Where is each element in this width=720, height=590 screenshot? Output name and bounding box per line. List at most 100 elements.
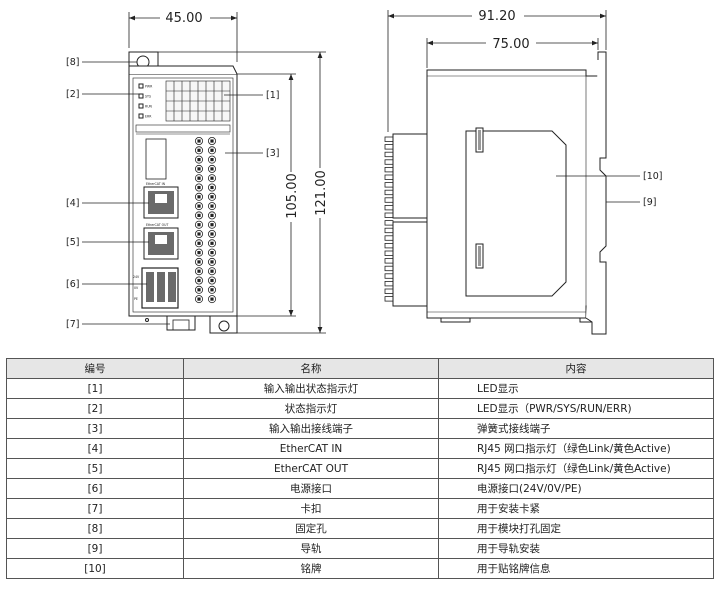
terminal-release-slot <box>197 232 201 236</box>
terminal-release-slot <box>210 251 214 255</box>
terminal-release-slot <box>197 139 201 143</box>
cell-id: [4] <box>6 438 184 459</box>
cell-name: 输入输出接线端子 <box>183 418 439 439</box>
terminal-release-slot <box>197 148 201 152</box>
dim-height-inner: 105.00 <box>285 173 300 219</box>
led-label-err: ERR <box>145 115 152 119</box>
side-terminal-rib <box>384 197 394 203</box>
side-terminal-rib <box>384 242 394 249</box>
cell-name: EtherCAT OUT <box>183 458 439 479</box>
cell-id: [6] <box>6 478 184 499</box>
callout-4: [4] <box>66 198 79 209</box>
header-name: 名称 <box>183 358 439 379</box>
front-view <box>128 51 238 334</box>
cell-name: 固定孔 <box>183 518 439 539</box>
cell-id: [2] <box>6 398 184 419</box>
cell-content: RJ45 网口指示灯（绿色Link/黄色Active) <box>438 458 714 479</box>
cell-id: [1] <box>6 378 184 399</box>
cell-name: 铭牌 <box>183 558 439 579</box>
io-terminal-block <box>194 136 216 304</box>
cell-id: [10] <box>6 558 184 579</box>
io-status-led-matrix <box>165 80 231 122</box>
cell-content: LED显示（PWR/SYS/RUN/ERR) <box>438 398 714 419</box>
terminal-release-slot <box>210 297 214 301</box>
cell-content: 用于模块打孔固定 <box>438 518 714 539</box>
callout-7: [7] <box>66 319 79 330</box>
side-terminal-rib <box>384 288 394 294</box>
table-row: [8] 固定孔 用于模块打孔固定 <box>6 518 714 539</box>
side-view <box>384 51 607 335</box>
terminal-release-slot <box>197 185 201 190</box>
led-label-sys: SYS <box>145 95 151 99</box>
cell-id: [8] <box>6 518 184 539</box>
nameplate <box>465 130 567 297</box>
table-row: [7] 卡扣 用于安装卡紧 <box>6 498 714 519</box>
table-row: [1] 输入输出状态指示灯 LED显示 <box>6 378 714 399</box>
side-terminal-rib <box>384 235 394 241</box>
terminal-release-slot <box>197 251 201 255</box>
dim-height-outer: 121.00 <box>314 170 329 216</box>
terminal-release-slot <box>197 278 201 283</box>
table-header-row: 编号 名称 内容 <box>6 358 714 379</box>
status-led <box>138 103 144 109</box>
port-label-out: EtherCAT OUT <box>146 223 169 227</box>
cell-content: 用于导轨安装 <box>438 538 714 559</box>
callout-10: [10] <box>643 171 663 182</box>
status-led <box>138 93 144 99</box>
terminal-release-slot <box>197 297 201 301</box>
display-window <box>145 138 167 180</box>
side-terminal-rib <box>384 174 394 180</box>
cell-name: 卡扣 <box>183 498 439 519</box>
callout-8: [8] <box>66 57 79 68</box>
table-row: [3] 输入输出接线端子 弹簧式接线端子 <box>6 418 714 439</box>
side-terminal-rib <box>384 144 394 150</box>
terminal-release-slot <box>210 204 214 208</box>
port-label-in: EtherCAT IN <box>146 182 166 186</box>
led-label-run: RUN <box>145 105 153 109</box>
terminal-release-slot <box>197 204 201 208</box>
din-clip <box>166 315 196 331</box>
callout-6: [6] <box>66 279 79 290</box>
table-row: [9] 导轨 用于导轨安装 <box>6 538 714 559</box>
side-connector-strip <box>384 136 394 302</box>
terminal-release-slot <box>210 195 214 199</box>
dim-width-body: 75.00 <box>492 37 529 52</box>
side-terminal-rib <box>384 227 394 234</box>
terminal-release-slot <box>197 288 201 292</box>
model-label-strip <box>135 124 231 133</box>
terminal-release-slot <box>210 158 214 162</box>
led-label-pwr: PWR <box>145 85 153 89</box>
bottom-fixing-hole <box>218 320 230 332</box>
dim-width-front: 45.00 <box>165 11 202 26</box>
terminal-release-slot <box>210 288 214 292</box>
terminal-release-slot <box>210 232 214 236</box>
cell-id: [7] <box>6 498 184 519</box>
spec-table: 编号 名称 内容 [1] 输入输出状态指示灯 LED显示 [2] 状态指示灯 L… <box>6 358 714 579</box>
status-led <box>138 113 144 119</box>
table-row: [6] 电源接口 电源接口(24V/0V/PE) <box>6 478 714 499</box>
side-terminal-rib <box>384 204 394 211</box>
side-terminal-rib <box>384 136 394 142</box>
side-terminal-rib <box>384 212 394 218</box>
table-row: [2] 状态指示灯 LED显示（PWR/SYS/RUN/ERR) <box>6 398 714 419</box>
terminal-release-slot <box>197 269 201 273</box>
side-terminal-rib <box>384 166 394 173</box>
cell-name: EtherCAT IN <box>183 438 439 459</box>
terminal-release-slot <box>197 241 201 245</box>
terminal-release-slot <box>197 176 201 180</box>
terminal-release-slot <box>210 148 214 152</box>
callout-5: [5] <box>66 237 79 248</box>
terminal-release-slot <box>210 213 214 217</box>
table-row: [4] EtherCAT IN RJ45 网口指示灯（绿色Link/黄色Acti… <box>6 438 714 459</box>
dimension-drawing: 45.00 105.00 121.00 [8] [2] [1] [3] [4] … <box>66 9 663 335</box>
power-connector <box>141 267 179 309</box>
table-row: [5] EtherCAT OUT RJ45 网口指示灯（绿色Link/黄色Act… <box>6 458 714 479</box>
terminal-release-slot <box>210 269 214 273</box>
power-label-pe: PE <box>134 297 138 301</box>
header-id: 编号 <box>6 358 184 379</box>
cell-name: 导轨 <box>183 538 439 559</box>
cell-id: [5] <box>6 458 184 479</box>
callout-1: [1] <box>266 90 279 101</box>
cell-content: RJ45 网口指示灯（绿色Link/黄色Active) <box>438 438 714 459</box>
cell-name: 电源接口 <box>183 478 439 499</box>
